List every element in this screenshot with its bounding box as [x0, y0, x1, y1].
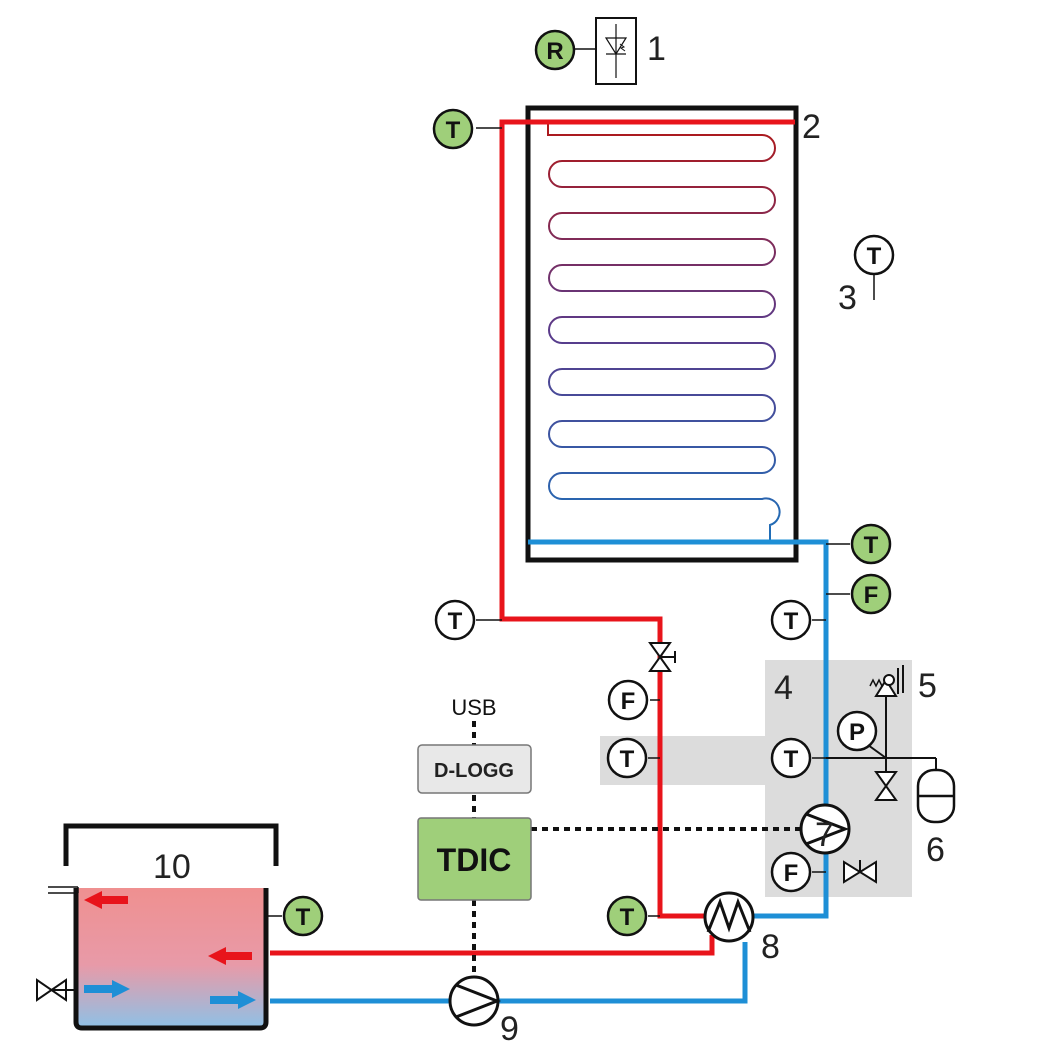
svg-text:T: T — [867, 243, 882, 270]
tank-flow-arrows — [84, 891, 256, 1009]
pyranometer-box — [595, 17, 637, 85]
label-4: 4 — [774, 669, 793, 707]
svg-text:T: T — [784, 608, 799, 635]
hot-secondary-pipe — [270, 935, 715, 956]
svg-text:T: T — [620, 904, 635, 931]
cold-return-pipe — [528, 539, 829, 919]
sensor-collector-outlet-temp: T — [432, 108, 474, 150]
svg-text:T: T — [446, 117, 461, 144]
storage-tank — [48, 823, 279, 1031]
label-3: 3 — [838, 279, 857, 317]
collector-frame — [525, 105, 799, 563]
label-9: 9 — [500, 1010, 519, 1048]
expansion-vessel — [916, 768, 956, 824]
label-2: 2 — [802, 108, 821, 146]
svg-text:F: F — [784, 860, 799, 887]
sensor-collector-inlet-temp: T — [850, 523, 892, 565]
label-5: 5 — [918, 667, 937, 705]
sensor-radiation-r: R — [534, 29, 576, 71]
sensor-supply-flow: F — [607, 679, 649, 721]
svg-text:T: T — [296, 904, 311, 931]
label-1: 1 — [647, 30, 666, 68]
label-10: 10 — [153, 848, 191, 886]
tdic-controller: TDIC — [417, 817, 532, 901]
sensor-ambient-temp: T — [853, 234, 895, 276]
module-pump — [799, 803, 851, 855]
sensor-module-flow: F — [770, 851, 812, 893]
heat-exchanger — [703, 891, 755, 943]
label-7: 7 — [815, 816, 834, 854]
data-links — [472, 721, 800, 978]
module-fill-valve — [843, 860, 877, 884]
tank-drain-valve — [36, 978, 76, 1002]
sensor-pressure: P — [836, 710, 878, 752]
cold-secondary-pipe — [270, 942, 748, 1004]
sensor-tank-temp: T — [282, 895, 324, 937]
secondary-pump — [448, 975, 502, 1027]
safety-valve — [869, 665, 904, 697]
svg-text:F: F — [621, 688, 636, 715]
label-6: 6 — [926, 831, 945, 869]
svg-text:R: R — [546, 38, 563, 65]
sensor-hx-inlet-temp: T — [606, 895, 648, 937]
svg-text:T: T — [784, 746, 799, 773]
sensor-return-temp: T — [770, 599, 812, 641]
sensor-module-supply-temp: T — [606, 737, 648, 779]
hot-supply-pipe — [499, 119, 795, 919]
module-drain-valve — [874, 771, 898, 801]
label-8: 8 — [761, 928, 780, 966]
collector-absorber-coil — [547, 122, 781, 540]
svg-text:T: T — [448, 608, 463, 635]
dlogg-box: D-LOGG — [417, 744, 532, 794]
sensor-module-return-temp: T — [770, 737, 812, 779]
svg-text:P: P — [849, 719, 865, 746]
sensor-supply-temp: T — [434, 599, 476, 641]
svg-text:TDIC: TDIC — [437, 842, 512, 878]
usb-label: USB — [451, 695, 496, 720]
svg-text:F: F — [864, 582, 879, 609]
sensor-stubs — [256, 48, 875, 917]
supply-valve — [648, 642, 676, 672]
svg-text:T: T — [620, 746, 635, 773]
svg-text:T: T — [864, 532, 879, 559]
svg-text:D-LOGG: D-LOGG — [434, 760, 514, 782]
sensor-primary-flow: F — [850, 573, 892, 615]
